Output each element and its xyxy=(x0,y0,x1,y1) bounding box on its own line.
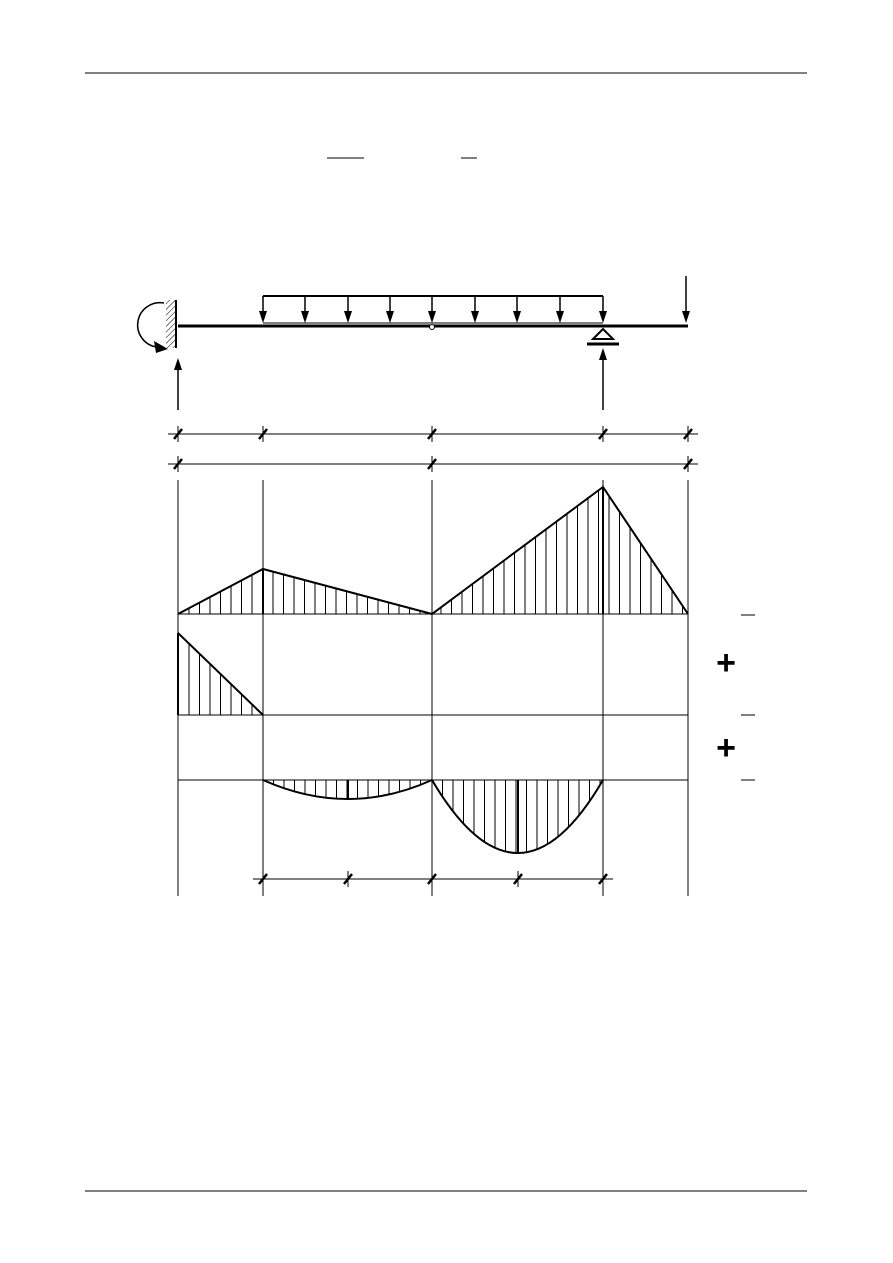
dimension-tick xyxy=(343,873,353,885)
arrow-down-icon xyxy=(513,311,521,323)
dimension-tick xyxy=(258,428,268,440)
roller-support-icon xyxy=(590,327,616,340)
dimension-line xyxy=(168,456,698,472)
arrow-up-icon xyxy=(599,348,607,360)
udl-arrow xyxy=(301,296,309,323)
arrow-down-icon xyxy=(471,311,479,323)
sign-marks: ++ xyxy=(716,614,755,781)
section-verticals xyxy=(177,480,689,896)
left-vertical-reaction xyxy=(174,358,182,410)
plus-sign-icon: + xyxy=(716,644,736,682)
dimension-tick xyxy=(173,428,183,440)
dimension-line xyxy=(168,426,698,442)
page-rules xyxy=(85,72,807,1192)
udl-arrow xyxy=(556,296,564,323)
moment-arc xyxy=(136,301,165,348)
diagram-outline xyxy=(177,632,264,716)
diagram-1 xyxy=(177,485,689,616)
dimension-line xyxy=(253,871,613,887)
arrow-down-icon xyxy=(428,311,436,323)
dimension-tick xyxy=(173,458,183,470)
dimension-tick xyxy=(598,428,608,440)
udl-arrow xyxy=(471,296,479,323)
hinge-icon xyxy=(429,324,435,330)
arrow-down-icon xyxy=(344,311,352,323)
moment-arrow-icon xyxy=(154,341,168,353)
diagram-2 xyxy=(177,632,688,716)
arrow-up-icon xyxy=(174,358,182,370)
arrow-down-icon xyxy=(682,311,690,323)
udl-arrow xyxy=(386,296,394,323)
dimension-tick xyxy=(683,458,693,470)
arrow-down-icon xyxy=(599,311,607,323)
udl-arrow xyxy=(259,296,267,323)
arrow-down-icon xyxy=(386,311,394,323)
internal-force-diagrams xyxy=(177,485,689,854)
dimension-tick xyxy=(427,428,437,440)
udl-arrow xyxy=(344,296,352,323)
plus-sign-icon: + xyxy=(716,729,736,767)
arrow-down-icon xyxy=(301,311,309,323)
right-vertical-reaction xyxy=(599,348,607,410)
beam xyxy=(136,276,690,410)
diagram-outline xyxy=(177,485,689,616)
udl-arrow xyxy=(428,296,436,323)
parabola-outline xyxy=(262,779,433,800)
point-load-arrow xyxy=(682,276,690,323)
dimension-tick xyxy=(683,428,693,440)
arrow-down-icon xyxy=(259,311,267,323)
udl-arrow xyxy=(599,296,607,323)
fixed-support-hatch xyxy=(166,300,175,348)
diagram-3 xyxy=(178,779,688,854)
arrow-down-icon xyxy=(556,311,564,323)
dimension-lines xyxy=(168,426,698,887)
dimension-tick xyxy=(427,458,437,470)
dimension-tick xyxy=(513,873,523,885)
udl-arrow xyxy=(513,296,521,323)
parabola-outline xyxy=(431,779,604,854)
